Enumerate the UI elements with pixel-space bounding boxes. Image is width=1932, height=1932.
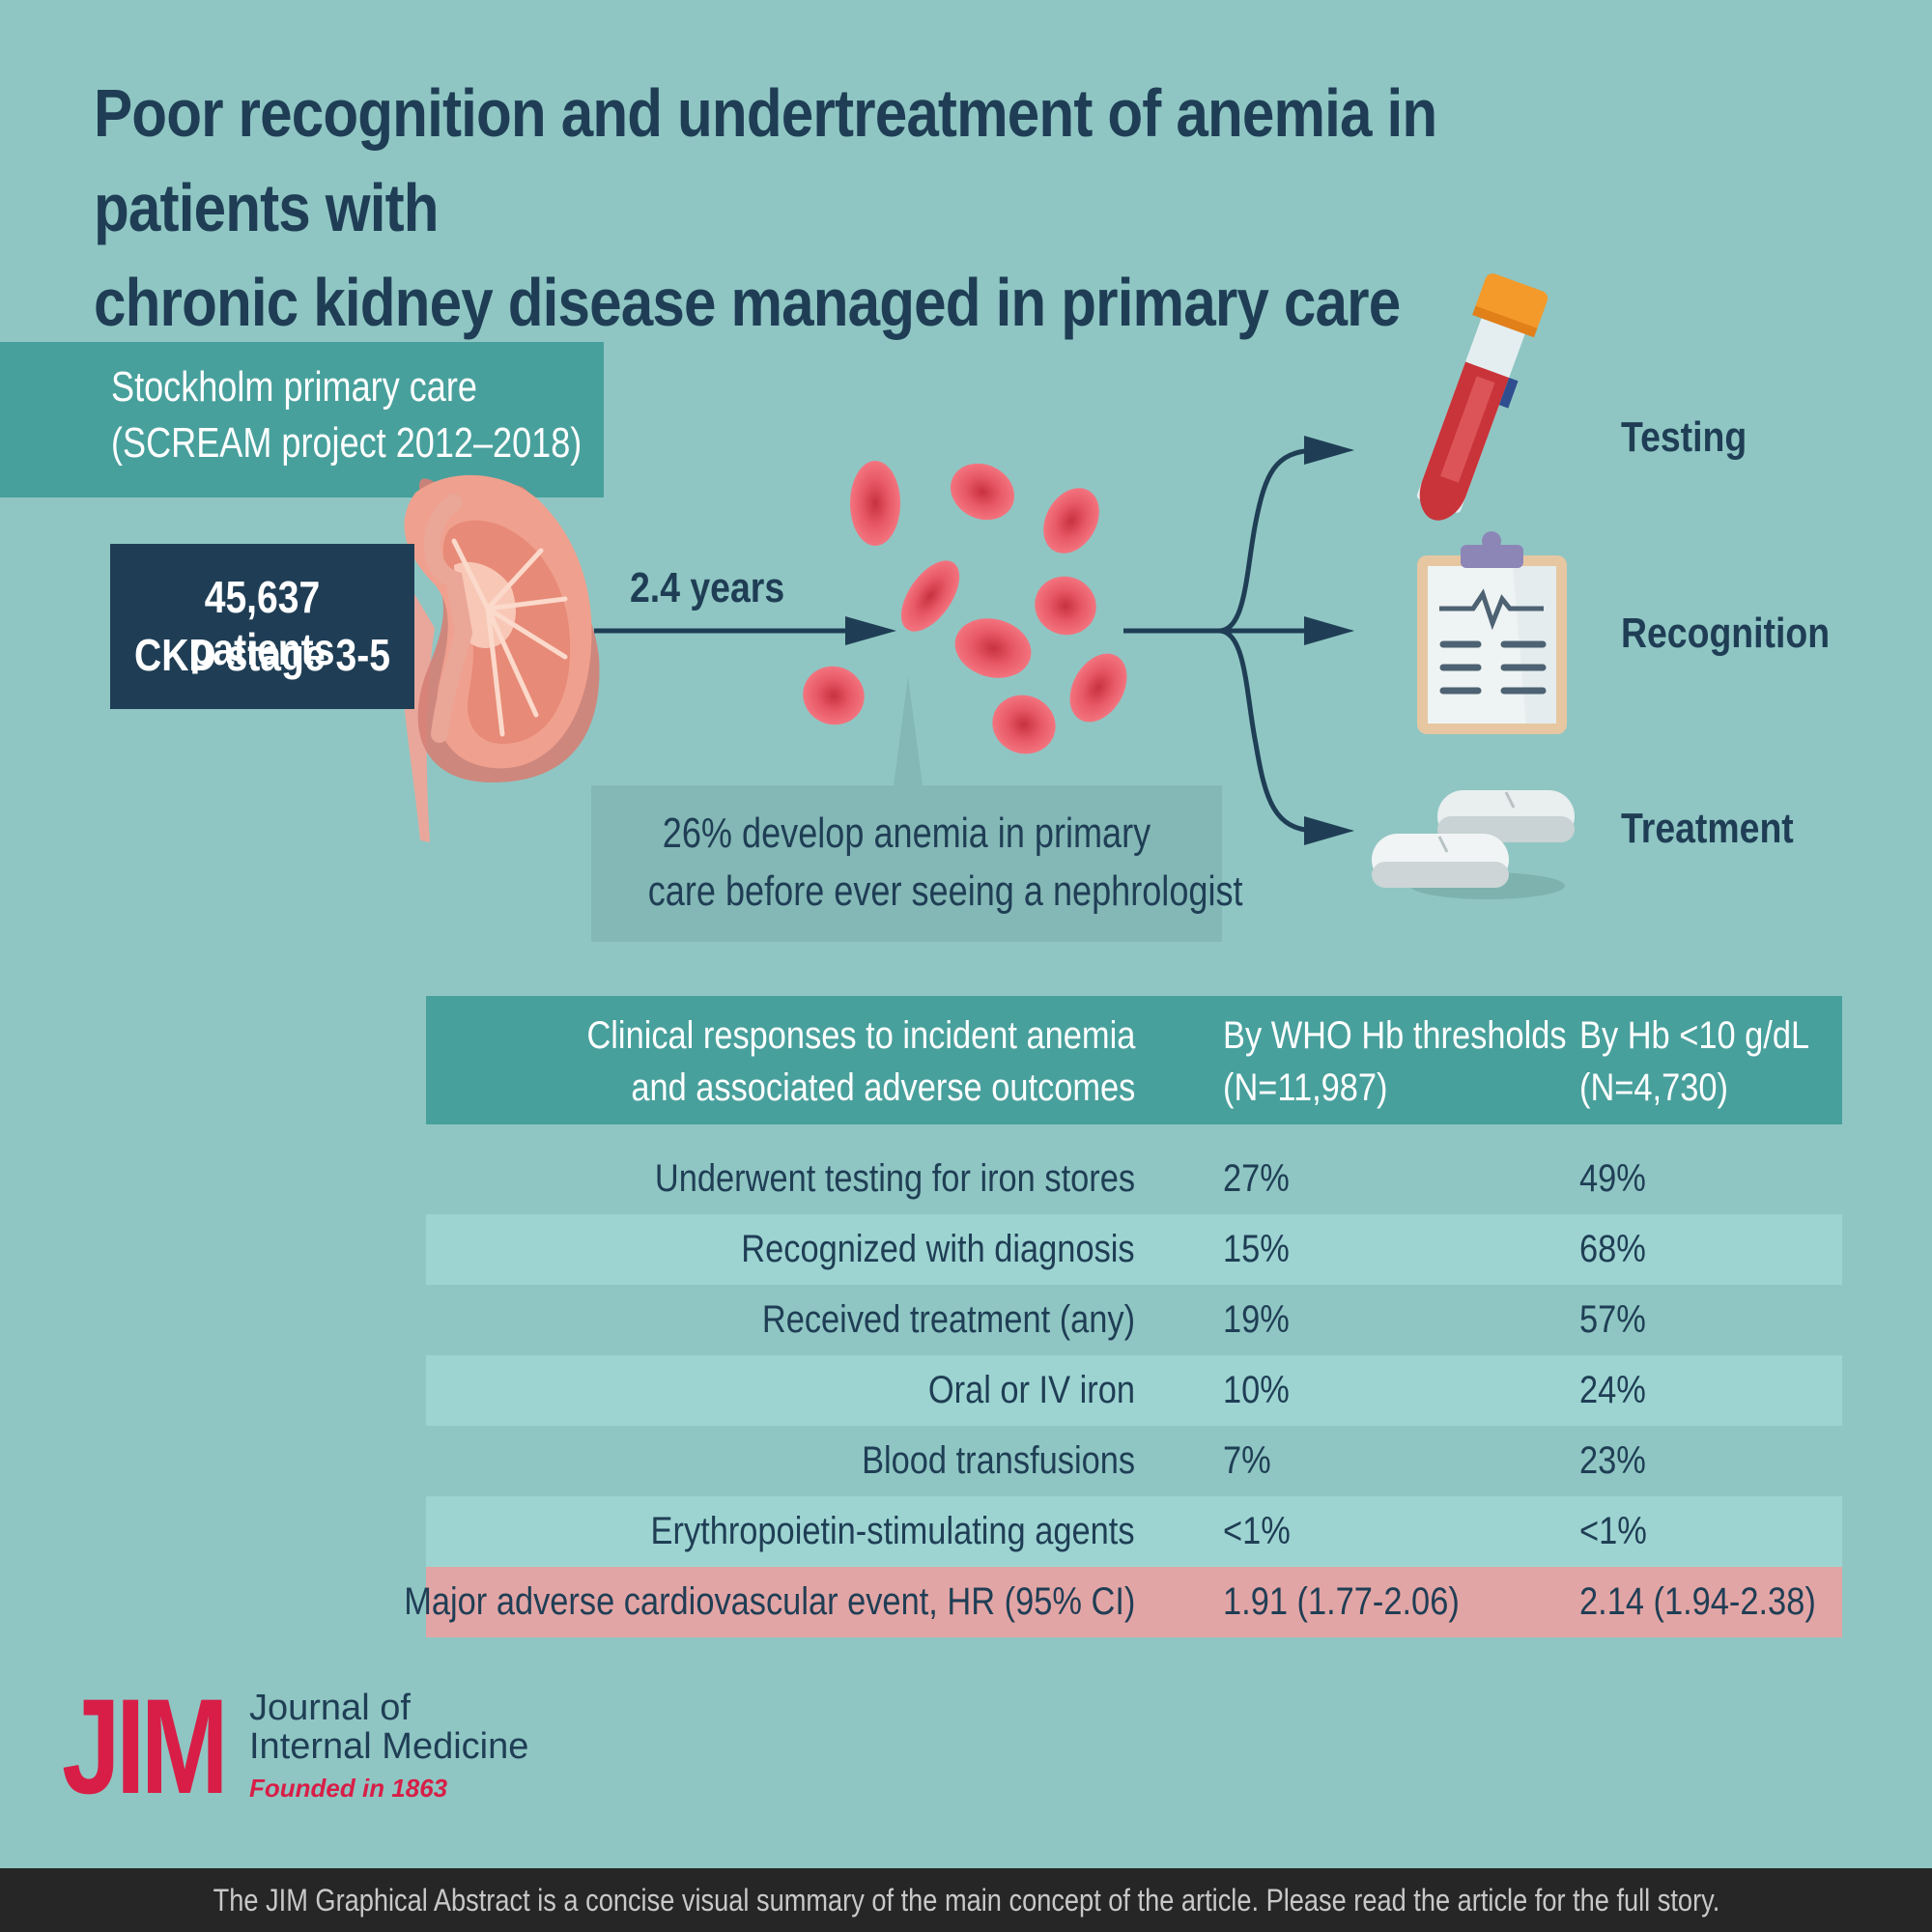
table-row: Underwent testing for iron stores 27% 49… — [426, 1124, 1842, 1214]
kidney-icon — [400, 474, 600, 842]
table-row: Erythropoietin-stimulating agents <1% <1… — [426, 1496, 1842, 1567]
row-value-hb10: 49% — [1579, 1157, 1646, 1200]
anemia-callout: 26% develop anemia in primary care befor… — [591, 785, 1243, 942]
row-value-who: 27% — [1223, 1157, 1290, 1200]
cohort-box: 45,637 patients CKD stage 3-5 — [110, 544, 414, 709]
callout-line-2: care before ever seeing a nephrologist — [647, 867, 1243, 915]
cohort-line-1: 45,637 patients — [189, 572, 335, 674]
pills-icon — [1372, 790, 1575, 899]
header-col-hb10: By Hb <10 g/dL (N=4,730) — [1579, 1014, 1810, 1109]
row-value-who: 15% — [1223, 1228, 1290, 1270]
branch-arrows — [1123, 447, 1333, 834]
row-value-who: <1% — [1223, 1510, 1291, 1552]
row-value-who: 10% — [1223, 1369, 1290, 1411]
title-line-2: chronic kidney disease managed in primar… — [94, 265, 1401, 340]
row-value-hb10: 24% — [1579, 1369, 1646, 1411]
table-row: Received treatment (any) 19% 57% — [426, 1285, 1842, 1355]
logo-tagline: Founded in 1863 — [249, 1774, 448, 1803]
row-value-hb10: 2.14 (1.94-2.38) — [1579, 1580, 1816, 1623]
study-setting-line-1: Stockholm primary care — [111, 363, 477, 411]
table-row: Recognized with diagnosis 15% 68% — [426, 1214, 1842, 1285]
clipboard-icon — [1417, 531, 1567, 734]
outcome-recognition: Recognition — [1621, 610, 1831, 657]
row-value-hb10: 57% — [1579, 1298, 1646, 1341]
row-value-who: 7% — [1223, 1439, 1271, 1482]
row-label: Erythropoietin-stimulating agents — [651, 1510, 1135, 1552]
row-value-hb10: <1% — [1579, 1510, 1647, 1552]
row-label: Blood transfusions — [861, 1439, 1135, 1482]
row-label: Underwent testing for iron stores — [654, 1157, 1135, 1200]
illustration-layer — [400, 273, 1575, 899]
outcome-treatment: Treatment — [1621, 805, 1794, 852]
callout-line-1: 26% develop anemia in primary — [662, 810, 1151, 857]
footer-bar: The JIM Graphical Abstract is a concise … — [0, 1868, 1932, 1932]
header-col-who: By WHO Hb thresholds (N=11,987) — [1223, 1014, 1567, 1109]
logo-line-1: Journal of — [249, 1688, 411, 1728]
title-line-1: Poor recognition and undertreatment of a… — [94, 75, 1437, 245]
study-setting-box: Stockholm primary care (SCREAM project 2… — [0, 342, 604, 497]
header-col-clinical-responses: Clinical responses to incident anemia an… — [586, 1014, 1135, 1109]
cohort-line-2: CKD stage 3-5 — [133, 630, 391, 680]
page-title: Poor recognition and undertreatment of a… — [94, 66, 1622, 350]
blood-test-tube-icon — [1416, 273, 1548, 521]
callout-pointer — [894, 676, 923, 785]
row-label: Major adverse cardiovascular event, HR (… — [403, 1580, 1135, 1623]
table-row: Blood transfusions 7% 23% — [426, 1426, 1842, 1496]
row-label: Recognized with diagnosis — [741, 1228, 1135, 1270]
logo-line-2: Internal Medicine — [249, 1726, 529, 1767]
footer-text: The JIM Graphical Abstract is a concise … — [213, 1883, 1719, 1918]
follow-up-label: 2.4 years — [630, 564, 785, 611]
row-value-who: 19% — [1223, 1298, 1290, 1341]
jim-logo: JIM — [62, 1670, 229, 1822]
arrow-icon — [594, 616, 896, 645]
table-header: Clinical responses to incident anemia an… — [426, 996, 1842, 1124]
outcome-testing: Testing — [1621, 413, 1747, 461]
red-blood-cells-icon — [803, 461, 1127, 754]
row-value-who: 1.91 (1.77-2.06) — [1223, 1580, 1460, 1623]
row-value-hb10: 23% — [1579, 1439, 1646, 1482]
results-table: Clinical responses to incident anemia an… — [404, 996, 1842, 1637]
row-value-hb10: 68% — [1579, 1228, 1646, 1270]
table-row: Oral or IV iron 10% 24% — [426, 1355, 1842, 1426]
table-row-mace: Major adverse cardiovascular event, HR (… — [404, 1567, 1842, 1637]
row-label: Oral or IV iron — [927, 1369, 1135, 1411]
row-label: Received treatment (any) — [761, 1298, 1135, 1341]
study-setting-line-2: (SCREAM project 2012–2018) — [111, 419, 582, 467]
